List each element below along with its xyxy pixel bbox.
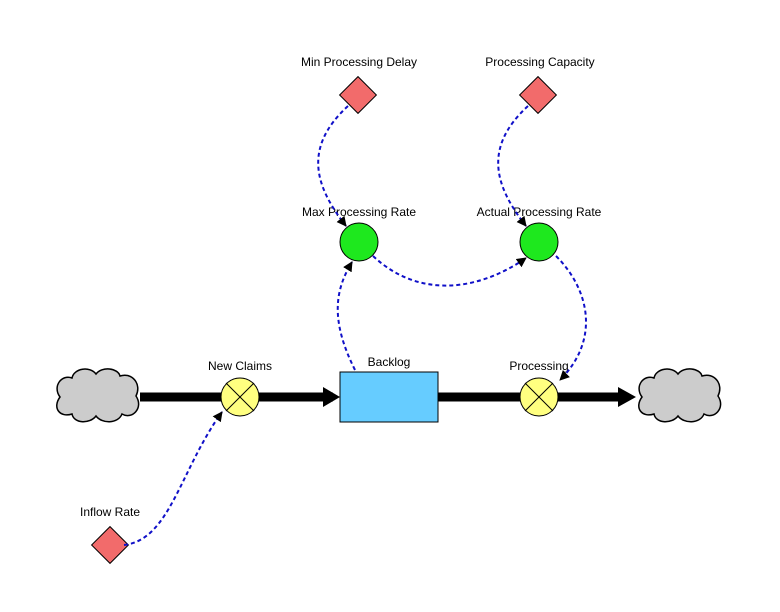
max-processing-rate-node[interactable] [339, 222, 379, 262]
inflow-rate-label: Inflow Rate [80, 505, 140, 519]
min-processing-delay-node[interactable] [338, 75, 378, 115]
backlog-stock[interactable] [339, 371, 439, 423]
link-actual-rate-to-processing [555, 255, 587, 381]
processing-capacity-label: Processing Capacity [485, 55, 594, 69]
link-min-delay-to-max-rate [317, 105, 349, 227]
link-max-rate-to-actual-rate [372, 255, 527, 287]
backlog-label: Backlog [368, 355, 411, 369]
min-processing-delay-label: Min Processing Delay [301, 55, 417, 69]
processing-capacity-node[interactable] [518, 75, 558, 115]
processing-valve[interactable] [519, 377, 559, 417]
new-claims-label: New Claims [208, 359, 272, 373]
processing-label: Processing [509, 359, 568, 373]
actual-processing-rate-label: Actual Processing Rate [477, 205, 602, 219]
sink-cloud-icon [638, 368, 722, 423]
max-processing-rate-label: Max Processing Rate [302, 205, 416, 219]
link-capacity-to-actual-rate [497, 105, 529, 227]
new-claims-valve[interactable] [220, 377, 260, 417]
inflow-rate-node[interactable] [90, 525, 130, 565]
actual-processing-rate-node[interactable] [519, 222, 559, 262]
link-backlog-to-max-rate [336, 261, 356, 371]
source-cloud-icon [56, 368, 140, 423]
link-inflow-rate-to-new-claims [123, 411, 223, 546]
